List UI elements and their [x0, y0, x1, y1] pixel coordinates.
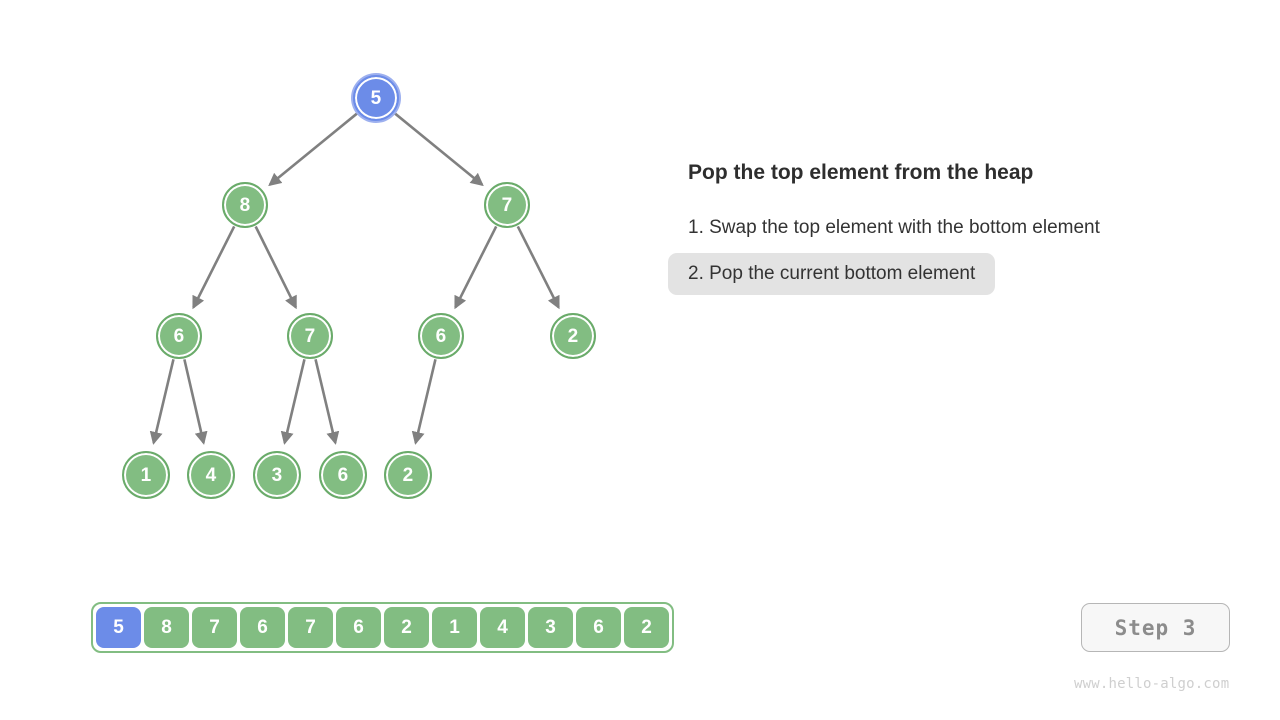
tree-edge	[280, 359, 306, 445]
tree-node: 6	[418, 313, 464, 359]
tree-edge	[192, 225, 236, 310]
tree-edge	[254, 225, 297, 310]
tree-node: 2	[384, 451, 432, 499]
tree-node: 3	[253, 451, 301, 499]
array-cell: 2	[624, 607, 669, 648]
tree-node: 5	[353, 75, 399, 121]
watermark: www.hello-algo.com	[1074, 676, 1230, 692]
tree-edge	[516, 225, 560, 310]
tree-node: 1	[122, 451, 170, 499]
array-cell: 3	[528, 607, 573, 648]
array-cell: 7	[288, 607, 333, 648]
tree-edge	[454, 225, 498, 310]
tree-edge	[183, 359, 208, 445]
step-item-1: 1. Swap the top element with the bottom …	[688, 217, 1100, 239]
tree-node: 7	[484, 182, 530, 228]
tree-node: 2	[550, 313, 596, 359]
tree-node: 7	[287, 313, 333, 359]
step-item-2: 2. Pop the current bottom element	[668, 252, 996, 295]
tree-edges-layer	[149, 112, 560, 445]
tree-node: 6	[319, 451, 367, 499]
tree-edge	[314, 359, 340, 445]
info-panel: Pop the top element from the heap 1. Swa…	[668, 160, 1228, 299]
tree-node: 6	[156, 313, 202, 359]
array-cell: 6	[576, 607, 621, 648]
tree-edge	[411, 359, 437, 445]
array-cell: 5	[96, 607, 141, 648]
array-cell: 2	[384, 607, 429, 648]
tree-edge	[268, 112, 359, 187]
array-cell: 6	[336, 607, 381, 648]
array-cell: 1	[432, 607, 477, 648]
steps-list: 1. Swap the top element with the bottom …	[668, 207, 1228, 299]
tree-node: 8	[222, 182, 268, 228]
array-cell: 7	[192, 607, 237, 648]
tree-node: 4	[187, 451, 235, 499]
array-cell: 4	[480, 607, 525, 648]
array-cell: 8	[144, 607, 189, 648]
step-badge: Step 3	[1081, 603, 1230, 652]
array-cell: 6	[240, 607, 285, 648]
page-title: Pop the top element from the heap	[688, 161, 1034, 184]
tree-edge	[393, 112, 484, 187]
tree-edge	[149, 359, 175, 445]
